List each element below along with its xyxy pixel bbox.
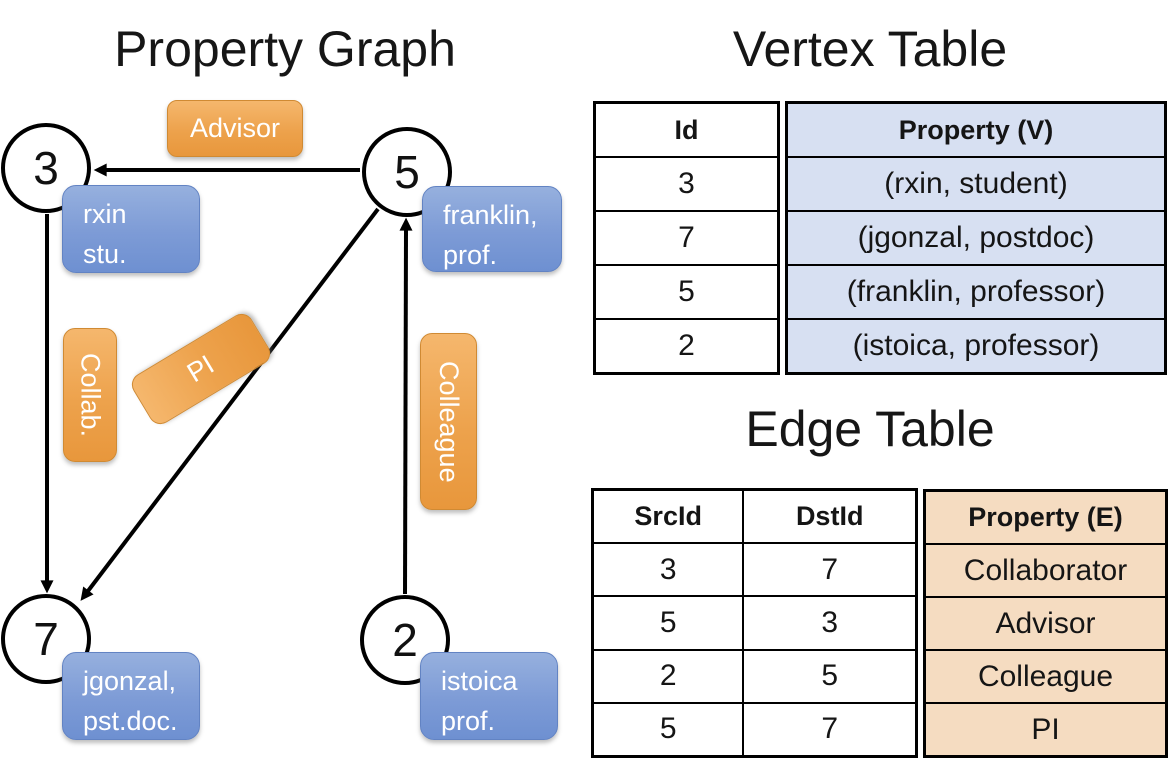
property-line: rxin (83, 199, 127, 229)
vertex-node-2: 2 (360, 595, 450, 685)
edge-table-header-dstid: DstId (795, 501, 864, 532)
table-row: 2 (596, 318, 777, 372)
table-row: 7 (596, 210, 777, 264)
table-row: Advisor (926, 596, 1165, 649)
dst-id-cell: 3 (821, 606, 839, 639)
table-row: 3 7 (594, 542, 915, 596)
vertex-table-property-column: Property (V) (rxin, student) (jgonzal, p… (785, 101, 1167, 375)
table-row: 3 (596, 156, 777, 210)
dst-id-cell: 5 (821, 659, 839, 693)
property-line: prof. (443, 240, 498, 270)
property-line: prof. (441, 706, 496, 736)
edge-table-header-srcid: SrcId (594, 491, 745, 543)
table-row: 5 3 (594, 595, 915, 649)
property-line: jgonzal, (83, 666, 177, 696)
vertex-property-box-5: franklin, prof. (422, 186, 562, 272)
src-id-cell: 5 (594, 597, 745, 649)
vertex-property-box-3: rxin stu. (62, 185, 200, 273)
vertex-node-5: 5 (362, 127, 452, 217)
vertex-property-box-7: jgonzal, pst.doc. (62, 652, 200, 740)
vertex-table-id-column: Id 3 7 5 2 (593, 101, 780, 375)
property-line: franklin, (443, 200, 538, 230)
vertex-table-header-id: Id (674, 114, 699, 145)
edge-table-id-columns: SrcId DstId 3 7 5 3 2 5 5 7 (591, 488, 918, 758)
edge-table-property-column: Property (E) Collaborator Advisor Collea… (923, 489, 1168, 758)
table-row: SrcId DstId (594, 491, 915, 543)
edge-label-advisor: Advisor (167, 100, 303, 157)
dst-id-cell: 7 (821, 712, 839, 746)
table-row: Collaborator (926, 543, 1165, 596)
property-line: istoica (441, 666, 518, 696)
table-row: 2 5 (594, 648, 915, 702)
table-row: PI (926, 702, 1165, 755)
src-id-cell: 2 (594, 650, 745, 702)
src-id-cell: 3 (594, 544, 745, 596)
table-row: (rxin, student) (788, 156, 1164, 210)
edge-2-to-5 (399, 217, 413, 595)
table-row: (jgonzal, postdoc) (788, 210, 1164, 264)
table-row: (franklin, professor) (788, 264, 1164, 318)
vertex-table-header-property: Property (V) (898, 114, 1054, 145)
table-row: 5 7 (594, 701, 915, 756)
edge-table-header-property: Property (E) (968, 502, 1123, 532)
property-graph-title: Property Graph (114, 21, 456, 77)
property-line: stu. (83, 239, 127, 269)
src-id-cell: 5 (594, 703, 745, 756)
table-row: Colleague (926, 649, 1165, 702)
table-row: 5 (596, 264, 777, 318)
property-line: pst.doc. (83, 706, 178, 736)
edge-5-to-7 (80, 207, 380, 601)
vertex-property-box-2: istoica prof. (420, 652, 558, 740)
edge-label-colleague: Colleague (420, 333, 477, 510)
graph-edges (40, 163, 413, 601)
table-row: (istoica, professor) (788, 318, 1164, 372)
vertex-table-title: Vertex Table (732, 21, 1008, 77)
edge-label-collab: Collab. (63, 328, 117, 462)
edge-table-title: Edge Table (745, 401, 995, 457)
dst-id-cell: 7 (821, 552, 839, 586)
